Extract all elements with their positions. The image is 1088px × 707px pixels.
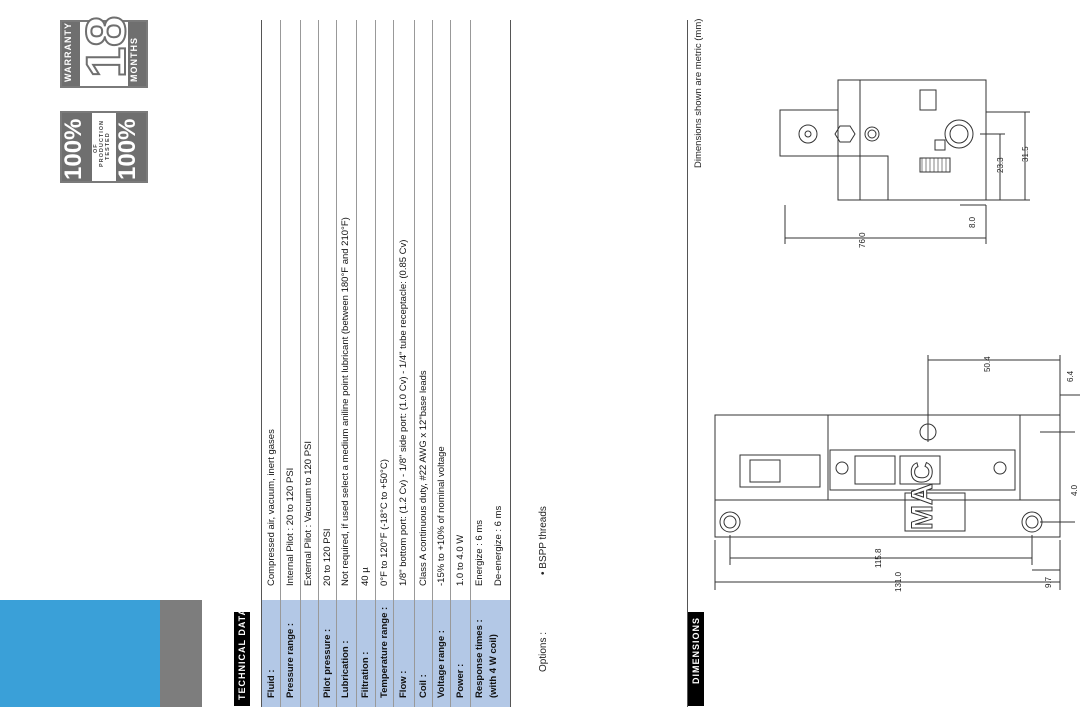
dim-76-0: 76.0 (858, 232, 867, 248)
mac-logo-panel (0, 600, 160, 707)
dim-9-7: 9.7 (1044, 576, 1053, 588)
dimensions-rule (687, 20, 688, 707)
rule (318, 20, 319, 707)
dim-6-4: 6.4 (1066, 370, 1075, 382)
part-mac-label: MAC (906, 461, 940, 530)
dim-4-0: 4.0 (1070, 484, 1079, 496)
production-tested-badge (60, 111, 148, 183)
dim-50-4: 50.4 (983, 356, 992, 372)
dim-31-5: 31.5 (1021, 146, 1030, 162)
rule (450, 20, 451, 707)
rule (414, 20, 415, 707)
rule (393, 20, 394, 707)
dimensions-header-bar (688, 612, 704, 706)
top-view-drawing (779, 79, 1030, 244)
brand-logo-block (0, 600, 202, 707)
rule (470, 20, 471, 707)
rule-right (510, 20, 511, 707)
technical-data-header-bar (234, 612, 250, 706)
dim-23-3: 23.3 (996, 157, 1005, 173)
dim-8-0: 8.0 (968, 216, 977, 228)
series-panel (160, 600, 202, 707)
rule-left (261, 20, 262, 707)
rule (356, 20, 357, 707)
rule (300, 20, 301, 707)
side-view-drawing (714, 355, 1080, 590)
rule (336, 20, 337, 707)
rule (280, 20, 281, 707)
dim-131-0: 131.0 (894, 571, 903, 592)
rule (432, 20, 433, 707)
warranty-badge (60, 20, 148, 88)
technical-labels-column (262, 600, 510, 707)
rule (375, 20, 376, 707)
dim-115-8: 115.8 (874, 548, 883, 568)
